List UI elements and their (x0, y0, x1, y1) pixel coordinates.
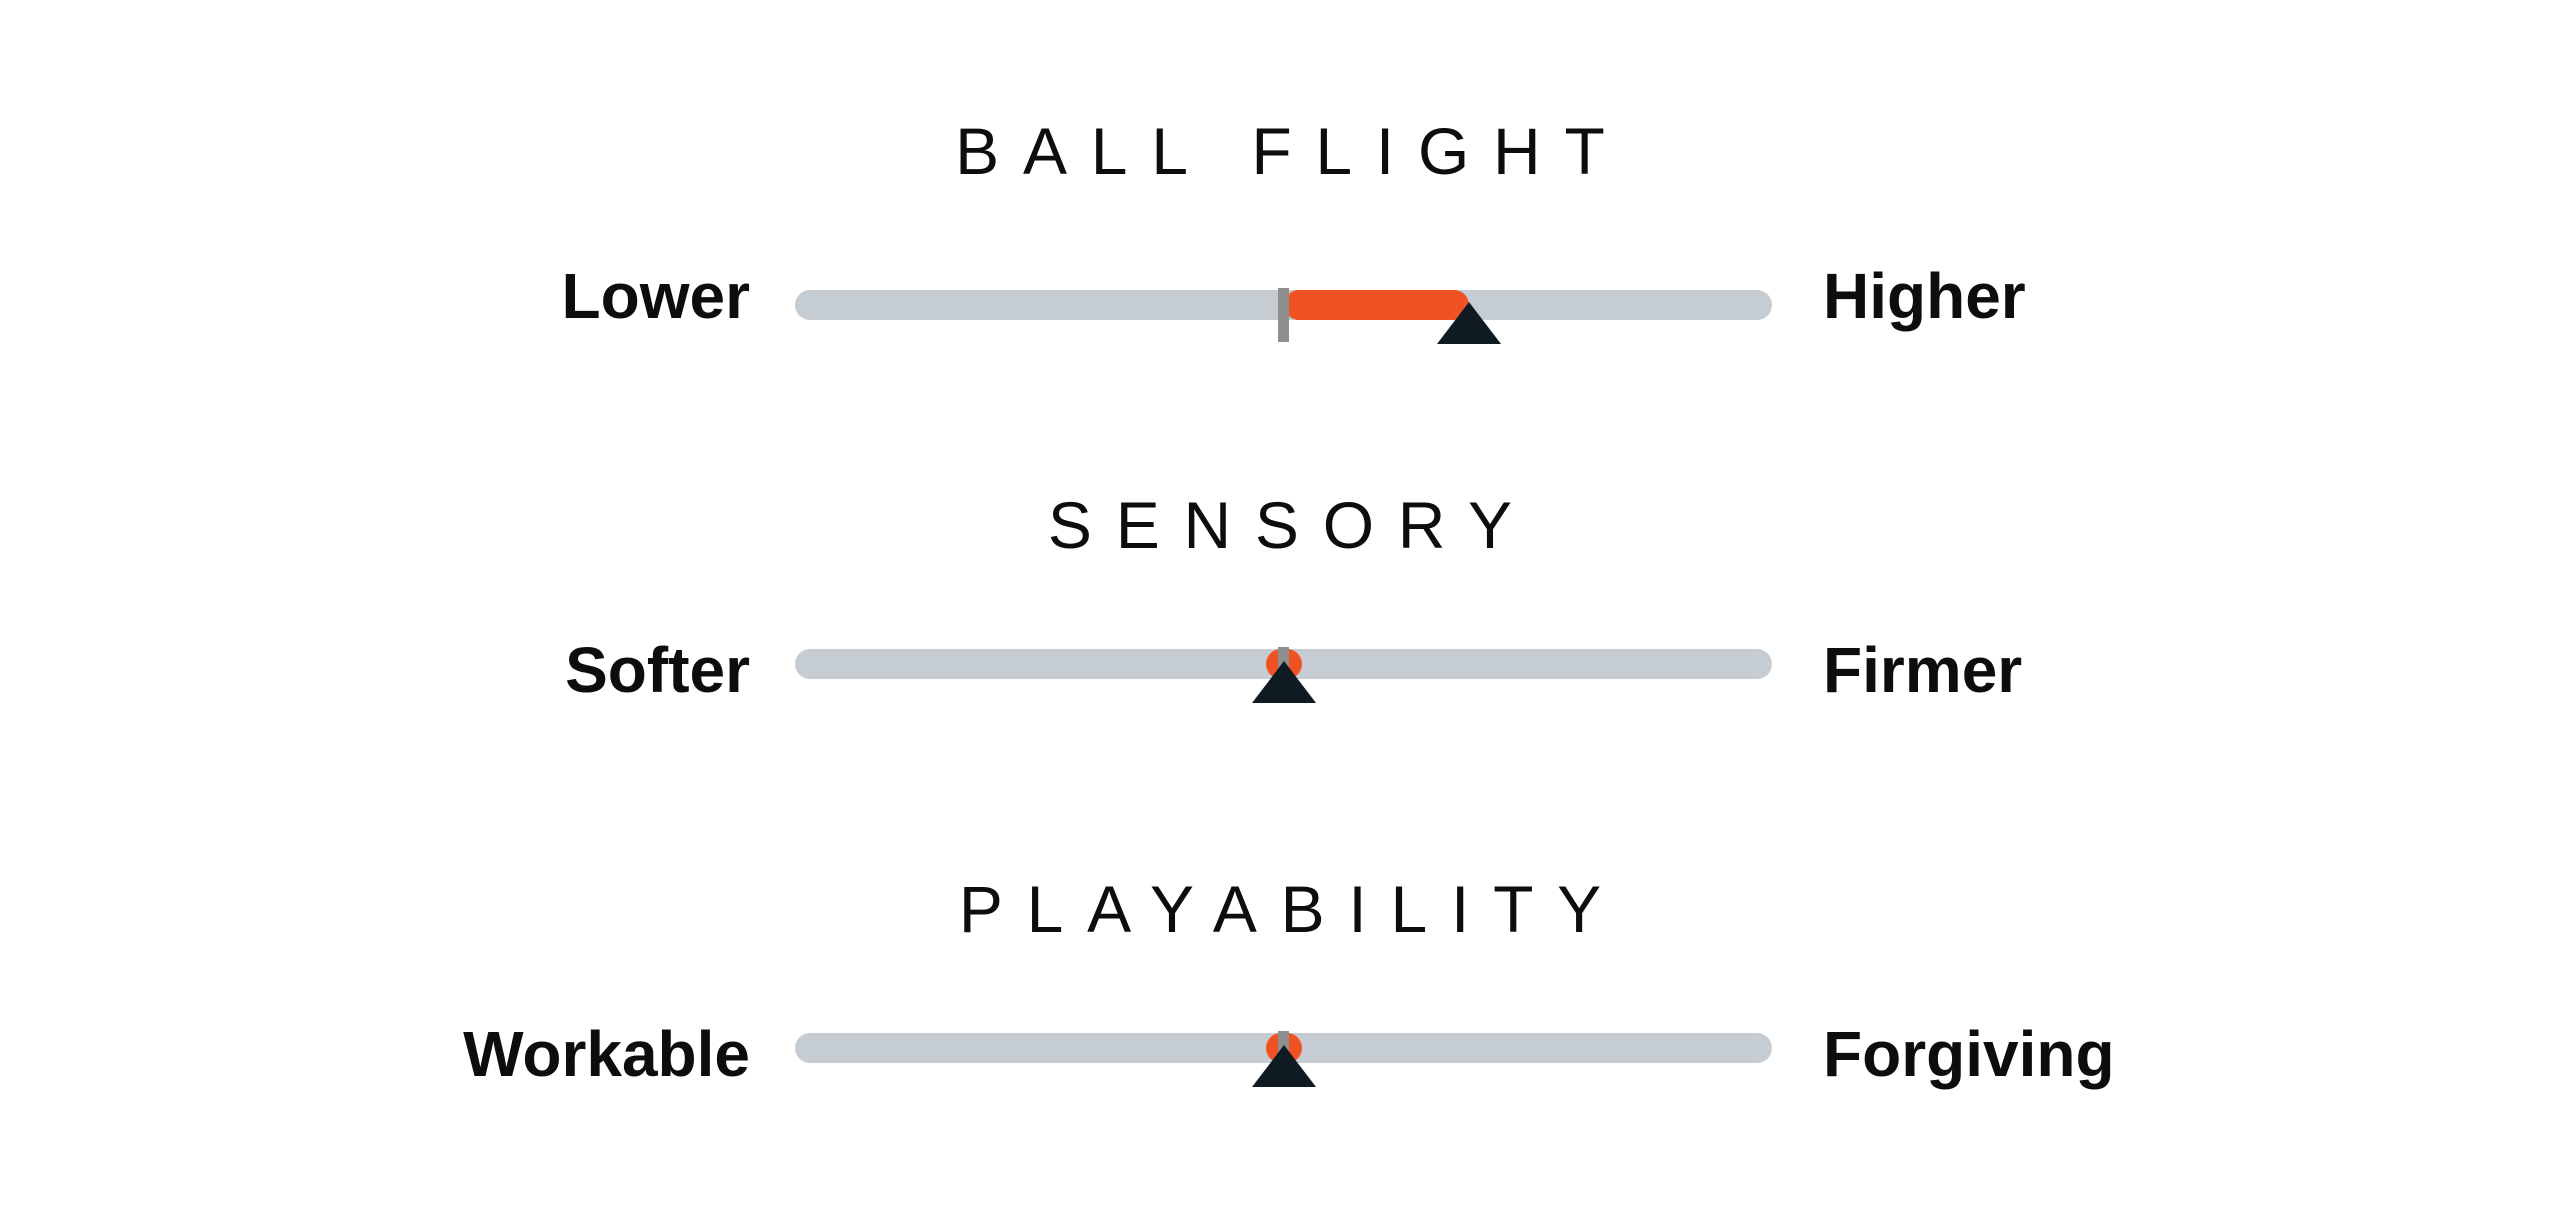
pointer-icon (1251, 1045, 1316, 1087)
right-label: Forgiving (1823, 1018, 2115, 1090)
pointer-icon (1251, 661, 1316, 703)
left-label: Softer (565, 634, 750, 706)
right-label: Firmer (1823, 634, 2023, 706)
section-title: BALL FLIGHT (955, 114, 1629, 188)
left-label: Workable (463, 1018, 750, 1090)
baseline-tick (1278, 288, 1289, 342)
right-label: Higher (1823, 260, 2026, 332)
section-title: PLAYABILITY (958, 872, 1625, 946)
left-label: Lower (561, 260, 750, 332)
pointer-icon (1437, 302, 1502, 344)
section-title: SENSORY (1047, 488, 1536, 562)
